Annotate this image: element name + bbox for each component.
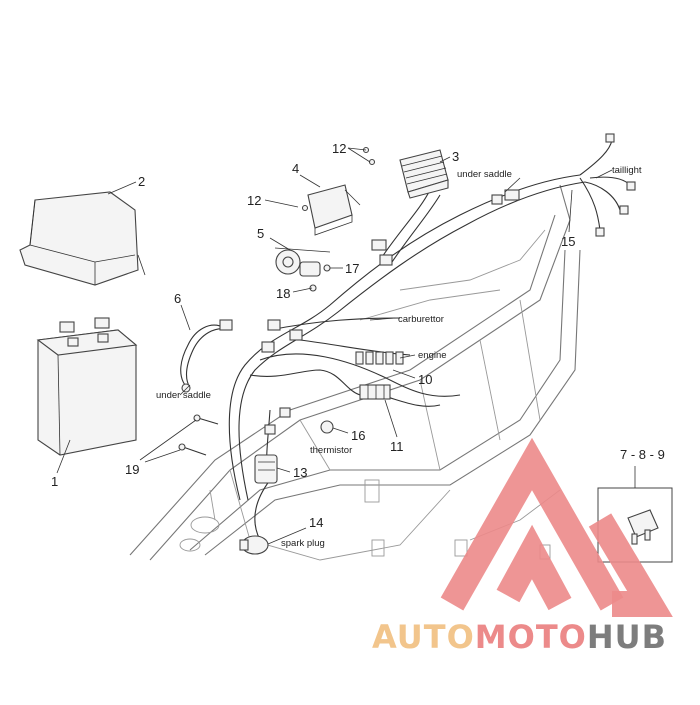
logo-outer-triangle bbox=[440, 437, 624, 611]
engine-connectors bbox=[355, 351, 404, 365]
cdi-module bbox=[307, 184, 361, 236]
label-thermistor: thermistor bbox=[310, 445, 352, 456]
callout-7-8-9: 7 - 8 - 9 bbox=[620, 447, 665, 462]
battery-cable bbox=[180, 319, 233, 393]
callout-5: 5 bbox=[257, 226, 264, 241]
wiring-harness bbox=[228, 139, 631, 541]
callout-19: 19 bbox=[125, 462, 139, 477]
watermark-brand: AUTOMOTOHUB bbox=[372, 618, 667, 656]
callout-4: 4 bbox=[292, 161, 299, 176]
taillight-connectors bbox=[595, 133, 636, 237]
callout-3: 3 bbox=[452, 149, 459, 164]
logo-right-stroke bbox=[588, 513, 673, 617]
watermark-logo bbox=[440, 437, 673, 617]
callout-12-top: 12 bbox=[332, 141, 346, 156]
ignition-coil bbox=[254, 454, 278, 484]
brand-auto: AUTO bbox=[372, 618, 475, 656]
thermistor-part bbox=[320, 420, 334, 434]
logo-inner-triangle bbox=[496, 524, 572, 611]
voltage-regulator bbox=[399, 149, 449, 199]
label-spark-plug: spark plug bbox=[281, 538, 325, 549]
label-under-saddle-top: under saddle bbox=[457, 169, 512, 180]
battery-cover bbox=[19, 191, 146, 286]
label-engine: engine bbox=[418, 350, 447, 361]
callout-18: 18 bbox=[276, 286, 290, 301]
bolts bbox=[178, 414, 219, 456]
callout-13: 13 bbox=[293, 465, 307, 480]
brand-hub: HUB bbox=[587, 618, 667, 656]
callout-10: 10 bbox=[418, 372, 432, 387]
spark-plug-cap bbox=[239, 535, 269, 555]
callout-14: 14 bbox=[309, 515, 323, 530]
callout-1: 1 bbox=[51, 474, 58, 489]
callout-16: 16 bbox=[351, 428, 365, 443]
battery bbox=[36, 317, 138, 456]
leader-lines bbox=[56, 147, 636, 545]
label-taillight: taillight bbox=[612, 165, 642, 176]
label-carburettor: carburettor bbox=[398, 314, 444, 325]
label-under-saddle-left: under saddle bbox=[156, 390, 211, 401]
callout-15: 15 bbox=[561, 234, 575, 249]
callout-6: 6 bbox=[174, 291, 181, 306]
callout-12-left: 12 bbox=[247, 193, 261, 208]
callout-2: 2 bbox=[138, 174, 145, 189]
brand-moto: MOTO bbox=[475, 618, 587, 656]
junction-connector bbox=[359, 384, 391, 400]
callout-11: 11 bbox=[390, 439, 404, 454]
horn-relay bbox=[274, 247, 331, 277]
callout-17: 17 bbox=[345, 261, 359, 276]
